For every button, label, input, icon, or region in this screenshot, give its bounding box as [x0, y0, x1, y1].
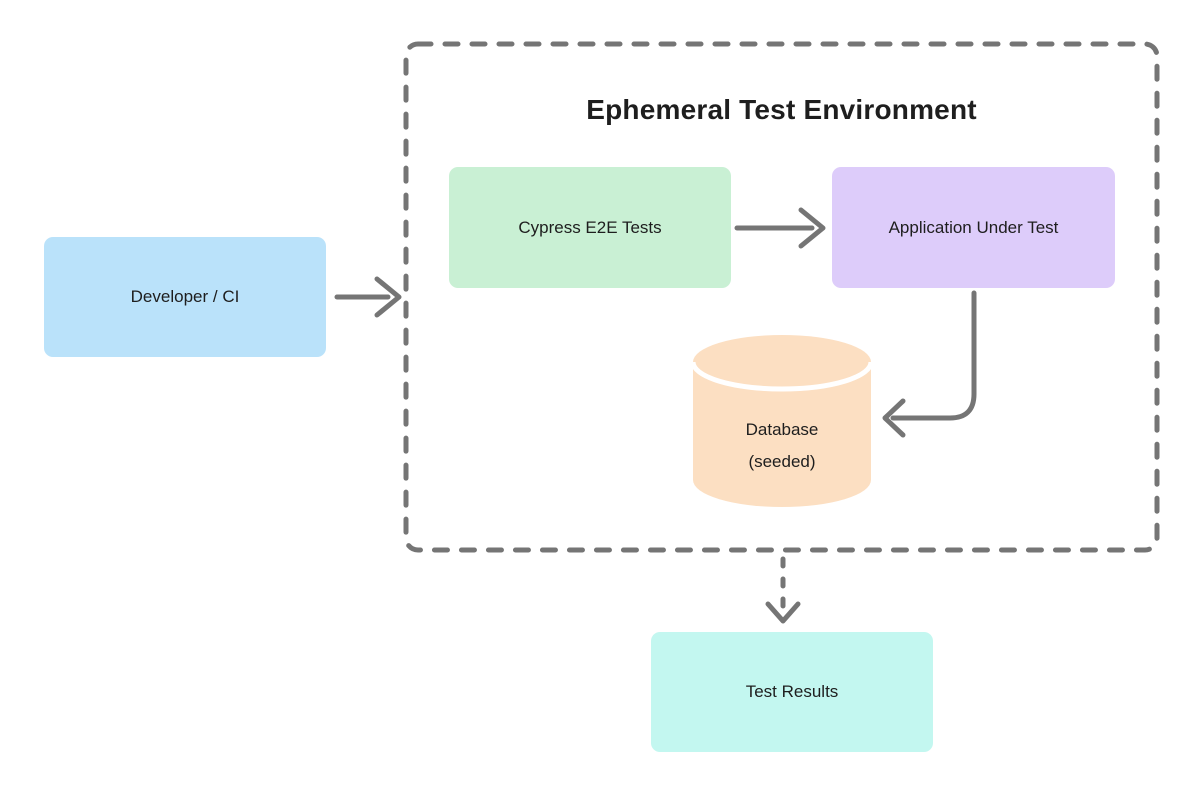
- cylinder-body: [693, 335, 871, 507]
- node-test-results-label: Test Results: [745, 682, 839, 701]
- arrowhead-icon: [374, 276, 402, 318]
- arrow-environment-to-results: [765, 556, 801, 624]
- arrow-shaft: [890, 290, 977, 421]
- node-developer-ci: Developer / CI: [44, 237, 326, 357]
- database-label-line2: (seeded): [748, 452, 816, 471]
- environment-dashed-border: [403, 41, 1160, 553]
- node-cypress-e2e-tests: Cypress E2E Tests: [449, 167, 731, 288]
- node-application-under-test-label: Application Under Test: [888, 217, 1059, 237]
- arrow-application-to-database: [882, 290, 977, 438]
- arrowhead-icon: [798, 207, 826, 249]
- cylinder-top-divider: [690, 361, 874, 392]
- arrow-cypress-to-application: [734, 207, 826, 249]
- node-cypress-e2e-tests-label: Cypress E2E Tests: [518, 217, 662, 237]
- node-developer-ci-label: Developer / CI: [130, 287, 240, 306]
- arrow-developer-to-environment: [334, 276, 402, 318]
- environment-title: Ephemeral Test Environment: [586, 94, 977, 125]
- arrowhead-icon: [765, 601, 801, 624]
- database-label-line1: Database: [745, 420, 819, 439]
- node-application-under-test: Application Under Test: [832, 167, 1115, 288]
- arrowhead-icon: [882, 398, 906, 438]
- node-test-results: Test Results: [651, 632, 933, 752]
- node-database-label: Database (seeded): [692, 414, 872, 478]
- database-cylinder-shape: [690, 335, 874, 507]
